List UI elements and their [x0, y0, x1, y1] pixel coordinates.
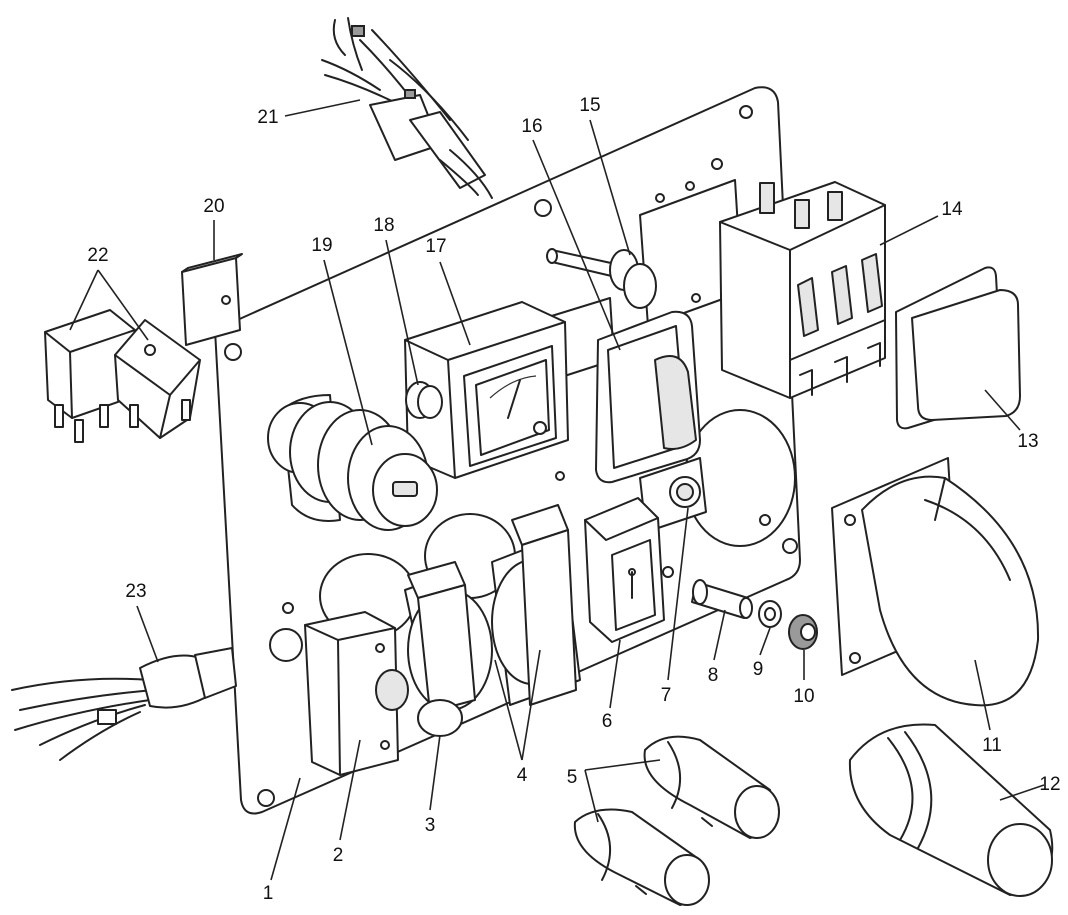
leader-19 — [323, 259, 373, 446]
callout-15: 15 — [579, 95, 600, 116]
callout-2: 2 — [333, 845, 344, 866]
leader-2 — [339, 739, 361, 841]
leader-23 — [136, 605, 159, 663]
leader-12 — [999, 784, 1045, 801]
leader-11 — [974, 659, 991, 731]
callout-23: 23 — [125, 581, 146, 602]
junction-box — [304, 611, 409, 776]
leader-5b — [584, 769, 599, 823]
leader-4b — [521, 649, 541, 761]
leader-16 — [532, 139, 621, 351]
small-cap-lower — [573, 808, 710, 906]
leader-lines — [69, 99, 1045, 881]
leader-14 — [879, 215, 939, 246]
analog-meter — [404, 301, 569, 479]
leader-6 — [609, 639, 621, 709]
leader-15 — [589, 119, 631, 256]
pin — [691, 579, 753, 619]
callout-20: 20 — [203, 196, 224, 217]
industrial-socket — [831, 457, 1040, 707]
callout-22: 22 — [87, 245, 108, 266]
callout-5: 5 — [567, 767, 578, 788]
small-cap-upper — [643, 735, 780, 839]
leader-9 — [759, 627, 771, 656]
small-knob — [405, 381, 443, 419]
leader-13 — [984, 389, 1021, 431]
card-socket — [584, 497, 665, 643]
callout-19: 19 — [311, 235, 332, 256]
callout-3: 3 — [425, 815, 436, 836]
socket-middle — [491, 504, 581, 706]
callout-10: 10 — [793, 686, 814, 707]
leader-22b — [97, 269, 149, 341]
protective-cover — [895, 266, 1021, 430]
leader-1 — [270, 777, 301, 881]
leader-3 — [429, 734, 441, 811]
callout-17: 17 — [425, 236, 446, 257]
relay-right — [114, 319, 201, 439]
callout-21: 21 — [257, 107, 278, 128]
leader-21 — [284, 99, 361, 117]
leader-4a — [494, 659, 523, 761]
callout-16: 16 — [521, 116, 542, 137]
callout-1: 1 — [263, 883, 274, 904]
key-switch — [267, 394, 438, 531]
leader-7 — [667, 507, 689, 681]
circuit-breaker — [719, 181, 886, 399]
block — [181, 253, 243, 346]
rotary-switch — [544, 297, 701, 484]
wire-harness-top — [321, 17, 493, 199]
nut — [788, 614, 818, 650]
leader-8 — [713, 609, 726, 661]
washer — [758, 600, 782, 628]
callout-9: 9 — [753, 659, 764, 680]
leader-5a — [584, 759, 661, 771]
callout-8: 8 — [708, 665, 719, 686]
leader-17 — [439, 261, 471, 346]
callout-12: 12 — [1039, 774, 1060, 795]
callout-4: 4 — [517, 765, 528, 786]
toggle-switch — [546, 248, 657, 309]
leader-18 — [385, 239, 419, 386]
callout-6: 6 — [602, 711, 613, 732]
relay-left — [44, 309, 139, 443]
callout-13: 13 — [1017, 431, 1038, 452]
indicator-lamp — [639, 457, 707, 533]
callout-14: 14 — [941, 199, 963, 220]
large-cap — [848, 723, 1054, 897]
callout-7: 7 — [661, 685, 672, 706]
callout-18: 18 — [373, 215, 394, 236]
callout-11: 11 — [982, 735, 1002, 756]
callout-numbers: 1 2 3 4 5 6 7 8 9 10 11 12 13 14 15 16 1… — [87, 95, 1060, 904]
leader-22a — [69, 269, 99, 331]
socket-left — [404, 561, 493, 737]
wire-harness-left — [11, 647, 237, 761]
